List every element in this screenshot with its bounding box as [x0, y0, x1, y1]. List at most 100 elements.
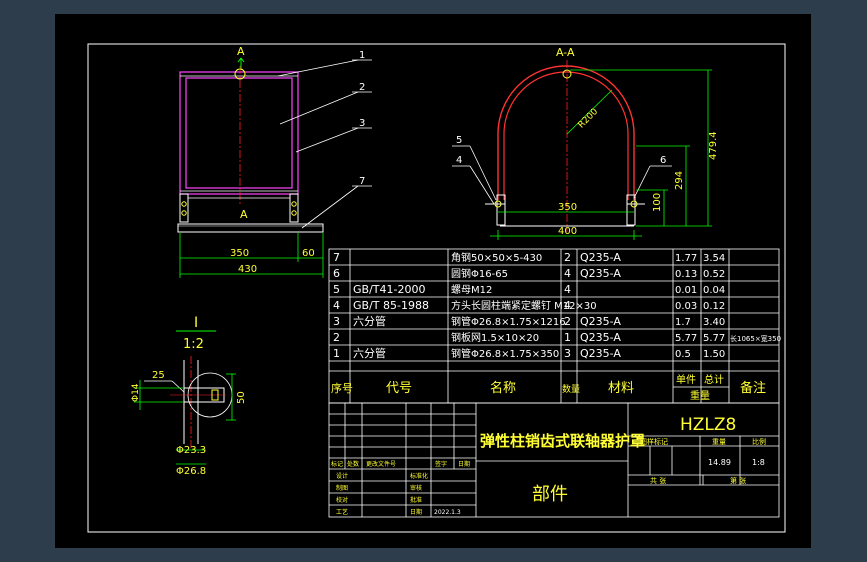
tb-role-standard: 标准化 [410, 472, 428, 480]
detail-dia-14: Φ14 [131, 383, 141, 402]
bom-header-unit: 单件 [676, 374, 696, 386]
detail-leader-25: 25 [152, 370, 165, 381]
bom-header-note: 备注 [740, 380, 766, 396]
leader-label-2: 2 [359, 82, 365, 93]
dim-radius: R200 [577, 107, 601, 131]
bom-cell-material: Q235-A [580, 267, 621, 280]
bom-cell-total: 0.04 [703, 285, 725, 296]
tb-sheet: 第 张 [730, 476, 746, 485]
tb-rev-count: 处数 [347, 460, 359, 468]
leader-label-7: 7 [359, 176, 365, 187]
dim-front-60: 60 [302, 248, 315, 259]
leader-label-5: 5 [456, 135, 462, 146]
detail-scale: 1:2 [183, 337, 204, 352]
tb-role-process: 工艺 [336, 508, 348, 516]
bom-cell-material: Q235-A [580, 315, 621, 328]
bom-cell-qty: 2 [564, 315, 571, 328]
leader-label-6: 6 [660, 155, 666, 166]
tb-role-review: 审核 [410, 484, 422, 492]
bom-cell-qty: 4 [564, 267, 571, 280]
frame-inner [185, 77, 293, 189]
section-mark-bottom: A [240, 208, 248, 221]
bom-cell-total: 1.50 [703, 349, 725, 360]
tb-date-value: 2022.1.3 [434, 509, 461, 516]
tb-weight-label: 重量 [712, 438, 726, 446]
detail-height-50: 50 [236, 391, 247, 404]
arch-outer [497, 65, 635, 200]
tb-scale-label: 比例 [752, 437, 766, 446]
bom-cell-qty: 3 [564, 347, 571, 360]
bom-header-no: 序号 [331, 381, 353, 395]
bom-cell-code: 六分管 [353, 314, 386, 328]
bom-cell-total: 3.40 [703, 317, 725, 328]
bom-header-material: 材料 [608, 381, 634, 396]
title-block [328, 402, 780, 518]
arch-inner [503, 71, 629, 200]
bom-header-code: 代号 [386, 381, 412, 396]
tb-rev-date: 日期 [458, 460, 470, 468]
bom-cell-name: 角钢50×50×5-430 [451, 251, 542, 264]
bom-cell-no: 7 [333, 251, 340, 264]
bom-cell-no: 5 [333, 283, 340, 296]
bom-cell-unit: 0.01 [675, 285, 697, 296]
bom-header-total: 总计 [704, 373, 724, 386]
bom-cell-total: 0.12 [703, 301, 725, 312]
drawing-border [87, 43, 786, 533]
bom-cell-unit: 5.77 [675, 333, 697, 344]
bom-cell-total: 0.52 [703, 269, 725, 280]
tb-scale-value: 1:8 [752, 458, 765, 467]
bom-cell-note: 长1065×宽350 [730, 334, 781, 343]
cad-drawing: A A [87, 43, 786, 533]
tb-rev-doc: 更改文件号 [366, 460, 396, 468]
bom-cell-name: 圆钢Φ16-65 [451, 267, 508, 280]
bom-cell-total: 3.54 [703, 253, 725, 264]
bom-cell-qty: 4 [564, 299, 571, 312]
bom-cell-no: 6 [333, 267, 340, 280]
bom-cell-material: Q235-A [580, 347, 621, 360]
detail-view: I 1:2 25 Φ14 [131, 315, 247, 477]
tb-role-draw: 制图 [336, 484, 348, 492]
front-view: A A [177, 45, 372, 278]
bom-cell-name: 方头长圆柱端紧定螺钉 M12×30 [451, 299, 597, 312]
tb-rev-sign: 签字 [435, 460, 447, 468]
bom-cell-unit: 0.5 [675, 349, 691, 360]
dim-height: 479.4 [708, 131, 719, 160]
detail-dia-26: Φ26.8 [176, 466, 206, 477]
tb-role-check: 校对 [336, 496, 348, 504]
bom-cell-qty: 2 [564, 251, 571, 264]
section-title: A-A [556, 46, 575, 59]
bom-cell-no: 2 [333, 331, 340, 344]
bom-cell-no: 1 [333, 347, 340, 360]
tb-rev-mark: 标记 [331, 460, 343, 468]
bom-cell-unit: 1.77 [675, 253, 697, 264]
dim-front-350: 350 [230, 248, 249, 259]
section-mark-top: A [237, 45, 245, 58]
dim-low: 100 [652, 193, 663, 212]
bom-cell-code: 六分管 [353, 346, 386, 360]
tb-role-approve: 批准 [410, 496, 422, 504]
bom-cell-code: GB/T41-2000 [353, 283, 425, 296]
dim-front-430: 430 [238, 264, 257, 275]
bom-cell-qty: 4 [564, 283, 571, 296]
bom-cell-no: 3 [333, 315, 340, 328]
detail-title: I [194, 315, 198, 331]
bom-cell-material: Q235-A [580, 251, 621, 264]
leader-label-4: 4 [456, 155, 462, 166]
bom-header-name: 名称 [490, 380, 516, 396]
bom-cell-name: 钢管Φ26.8×1.75×350 [451, 347, 559, 360]
leader-label-3: 3 [359, 118, 365, 129]
dim-section-400: 400 [558, 226, 577, 237]
bom-header-qty: 数量 [562, 383, 580, 395]
section-view: A-A R200 [452, 46, 719, 240]
leader-label-1: 1 [359, 50, 365, 61]
base-angle [177, 223, 324, 233]
bom-cell-total: 5.77 [703, 333, 725, 344]
detail-dia-23: Φ23.3 [176, 445, 206, 456]
bom-cell-name: 钢管Φ26.8×1.75×1216 [451, 315, 566, 328]
frame-outer [179, 71, 299, 195]
drawing-part: 部件 [532, 484, 568, 505]
dim-section-350: 350 [558, 202, 577, 213]
bom-cell-qty: 1 [564, 331, 571, 344]
